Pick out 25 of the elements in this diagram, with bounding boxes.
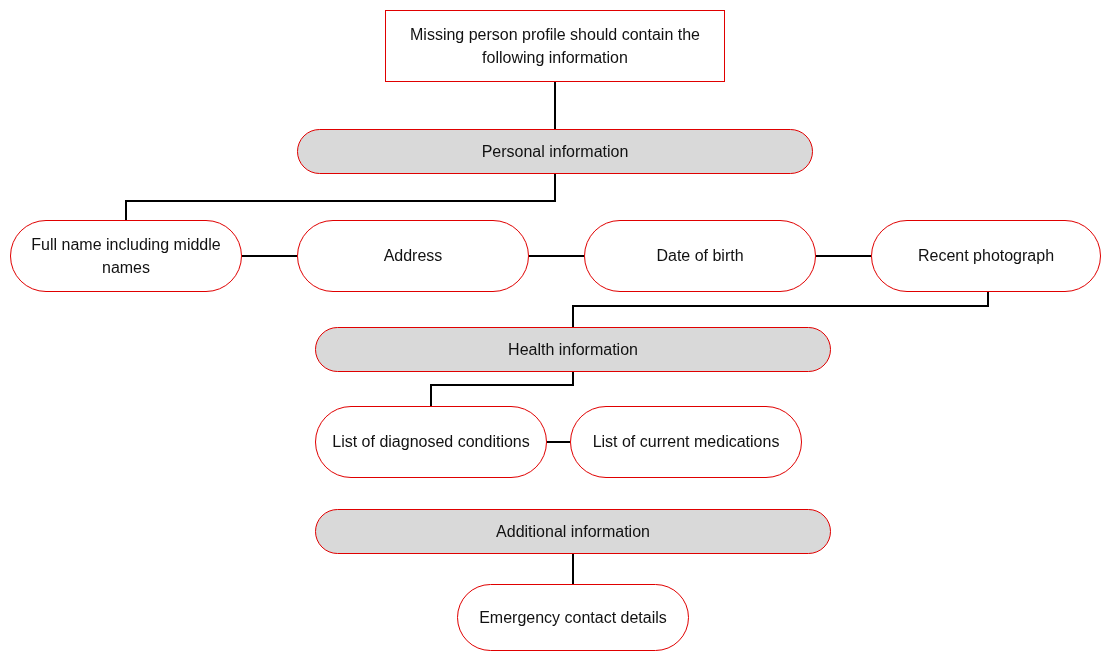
node-label: Address (383, 246, 443, 267)
node-label: Additional information (496, 521, 650, 542)
connector-line (546, 441, 571, 443)
node-label: Health information (508, 339, 638, 360)
item-pill (871, 220, 1101, 292)
section-band (315, 509, 831, 554)
connector-line (815, 255, 872, 257)
connector-line (554, 81, 556, 130)
node-label: Emergency contact details (479, 607, 667, 628)
connector-line (125, 173, 556, 221)
connector-line (572, 553, 574, 585)
section-band (315, 327, 831, 372)
node-label: Missing person profile should contain the following information (409, 24, 701, 68)
node-label: Recent photograph (917, 246, 1055, 267)
node-label: List of current medications (592, 432, 780, 453)
title-box (385, 10, 725, 82)
connector-line (572, 291, 989, 328)
connector-line (528, 255, 585, 257)
node-label: Date of birth (656, 246, 744, 267)
connector-line (430, 371, 574, 407)
connector-line (241, 255, 298, 257)
node-label: List of diagnosed conditions (332, 432, 530, 453)
section-band (297, 129, 813, 174)
node-label: Full name including middle names (30, 234, 222, 278)
node-label: Personal information (481, 141, 629, 162)
